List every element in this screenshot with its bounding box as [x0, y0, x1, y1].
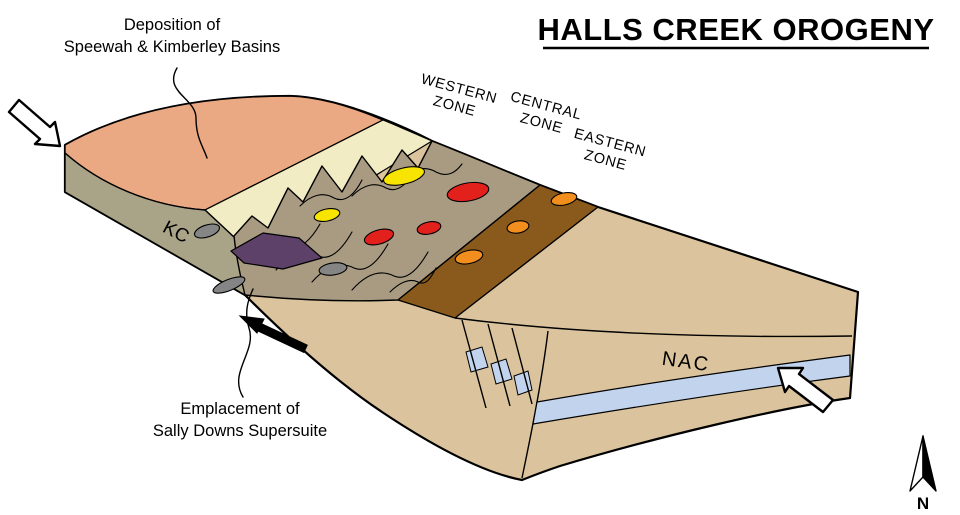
- orange-intrusion: [454, 249, 484, 265]
- compression-arrow-northwest: [7, 98, 62, 148]
- red-intrusion: [363, 228, 395, 246]
- diagram-title: HALLS CREEK OROGENY: [537, 12, 934, 47]
- yellow-intrusion: [313, 207, 341, 223]
- grey-intrusion: [193, 223, 221, 239]
- north-arrow-icon: [909, 435, 937, 492]
- north-label: N: [917, 494, 929, 513]
- emplacement-line1: Emplacement of: [180, 400, 300, 418]
- orange-intrusion: [550, 191, 578, 207]
- normal-fault-lines: [461, 319, 533, 409]
- deposition-annotation: Deposition of Speewah & Kimberley Basins: [64, 16, 280, 56]
- kimberley-craton-wedge: [64, 152, 246, 296]
- faulted-blue-sliver: [490, 358, 513, 385]
- central-zone-label: CENTRAL ZONE: [509, 89, 584, 137]
- red-intrusion: [416, 221, 442, 235]
- western-zone-label: WESTERN ZONE: [419, 71, 499, 120]
- nac-blue-layer: [532, 354, 851, 425]
- emplacement-leader-line: [237, 288, 254, 398]
- deposition-leader-line: [172, 67, 208, 159]
- nac-shoulder-edge: [454, 317, 853, 338]
- emplacement-annotation: Emplacement of Sally Downs Supersuite: [153, 400, 327, 440]
- eastern-zone-label: EASTERN ZONE: [572, 126, 648, 174]
- emplacement-line2: Sally Downs Supersuite: [153, 422, 327, 440]
- grey-intrusion: [318, 262, 348, 276]
- deposition-line1: Deposition of: [124, 16, 221, 34]
- sally-downs-purple-intrusion: [230, 232, 323, 270]
- orange-intrusion: [506, 220, 530, 234]
- yellow-intrusion: [382, 166, 426, 186]
- grey-intrusion: [212, 276, 246, 294]
- compression-arrow-southeast: [776, 366, 835, 414]
- deposition-line2: Speewah & Kimberley Basins: [64, 38, 280, 56]
- red-intrusion: [446, 181, 490, 203]
- emplacement-arrow: [238, 315, 308, 354]
